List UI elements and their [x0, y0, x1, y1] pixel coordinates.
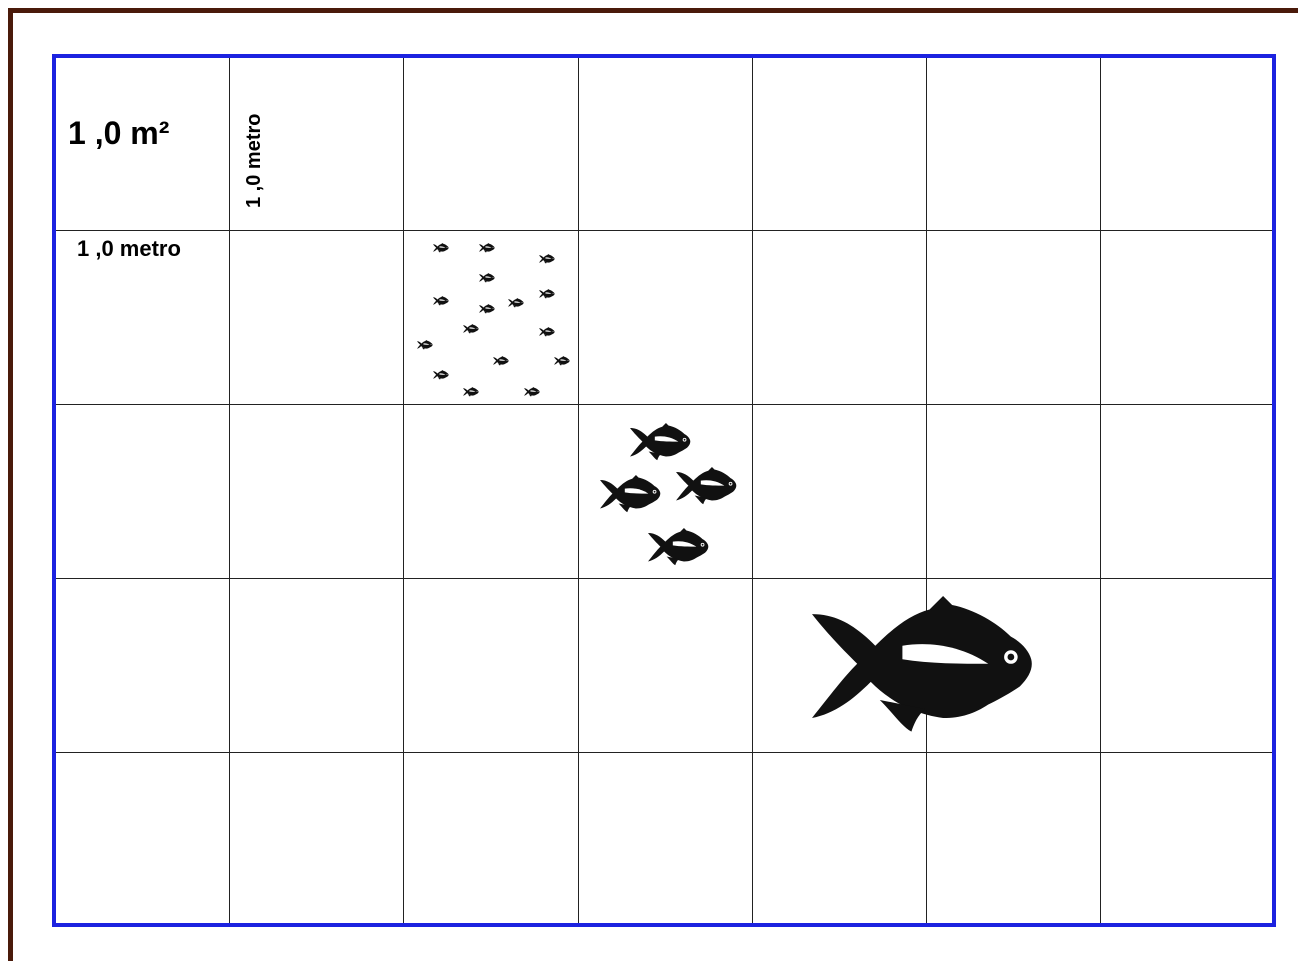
- grid-cell: [1101, 753, 1272, 923]
- grid-cells: [56, 58, 1272, 923]
- grid-cell: [579, 58, 753, 231]
- grid-cell: [927, 579, 1101, 753]
- grid-cell: [1101, 579, 1272, 753]
- grid-cell: [56, 579, 230, 753]
- grid-cell: [56, 405, 230, 579]
- grid-cell: [927, 405, 1101, 579]
- grid-cell: [579, 753, 753, 923]
- width-label: 1 ,0 metro: [77, 236, 181, 262]
- grid-cell: [230, 579, 404, 753]
- grid-cell: [404, 579, 579, 753]
- grid-cell: [753, 753, 927, 923]
- grid-cell: [1101, 405, 1272, 579]
- grid-cell: [230, 231, 404, 405]
- grid-cell: [1101, 58, 1272, 231]
- grid-cell: [404, 405, 579, 579]
- grid-cell: [927, 231, 1101, 405]
- grid-cell: [404, 231, 579, 405]
- height-label: 1 ,0 metro: [243, 114, 266, 208]
- area-grid: [52, 54, 1276, 927]
- grid-cell: [927, 58, 1101, 231]
- grid-cell: [230, 405, 404, 579]
- grid-cell: [753, 579, 927, 753]
- grid-cell: [579, 405, 753, 579]
- grid-cell: [753, 231, 927, 405]
- grid-cell: [927, 753, 1101, 923]
- grid-cell: [56, 753, 230, 923]
- grid-cell: [404, 58, 579, 231]
- grid-cell: [404, 753, 579, 923]
- grid-cell: [753, 405, 927, 579]
- grid-cell: [230, 753, 404, 923]
- grid-cell: [1101, 231, 1272, 405]
- area-label: 1 ,0 m²: [68, 115, 169, 152]
- grid-cell: [579, 579, 753, 753]
- grid-cell: [753, 58, 927, 231]
- grid-cell: [579, 231, 753, 405]
